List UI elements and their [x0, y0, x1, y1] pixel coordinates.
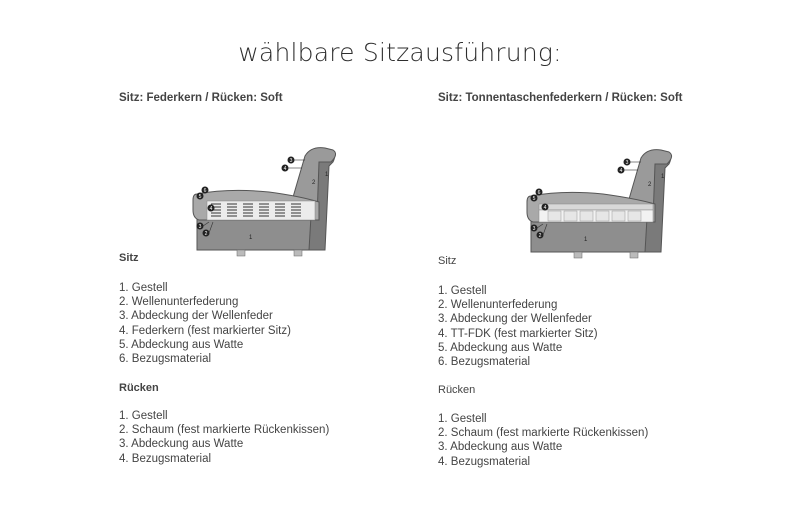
svg-text:1: 1: [325, 172, 329, 178]
svg-text:6: 6: [204, 188, 207, 194]
column-heading: Sitz: Federkern / Rücken: Soft: [119, 92, 283, 104]
svg-text:3: 3: [533, 226, 536, 232]
svg-text:3: 3: [199, 224, 202, 230]
svg-text:2: 2: [312, 180, 316, 186]
sitz-component-list: 1. Gestell 2. Wellenunterfederung 3. Abd…: [119, 281, 291, 366]
list-item: 1. Gestell: [119, 282, 168, 294]
list-item: 5. Abdeckung aus Watte: [119, 338, 244, 351]
ruecken-component-list: 1. Gestell 2. Schaum (fest markierte Rüc…: [119, 409, 329, 466]
column-tonnentaschenfederkern: Sitz: Tonnentaschenfederkern / Rücken: S…: [438, 92, 738, 468]
sitz-section-title: Sitz: [438, 255, 457, 267]
list-item: 4. Bezugsmaterial: [438, 455, 531, 468]
list-item: 1. Gestell: [119, 410, 168, 422]
svg-text:3: 3: [290, 158, 293, 164]
column-heading: Sitz: Tonnentaschenfederkern / Rücken: S…: [438, 92, 683, 104]
svg-text:4: 4: [284, 166, 287, 172]
svg-text:1: 1: [249, 235, 253, 241]
page-title: wählbare Sitzausführung:: [238, 38, 562, 67]
list-item: 3. Abdeckung der Wellenfeder: [438, 313, 592, 326]
list-item: 4. Federkern (fest markierter Sitz): [119, 324, 291, 337]
svg-text:1: 1: [661, 174, 665, 180]
svg-text:5: 5: [199, 194, 202, 200]
list-item: 3. Abdeckung aus Watte: [438, 441, 563, 454]
list-item: 1. Gestell: [438, 285, 487, 297]
svg-text:4: 4: [544, 205, 547, 211]
list-item: 2. Wellenunterfederung: [119, 296, 239, 309]
sofa-cross-section-icon: 65 32 4 34 1 2 1: [526, 149, 673, 259]
sitz-section-title: Sitz: [119, 252, 139, 264]
ruecken-section-title: Rücken: [119, 382, 159, 394]
sofa-cross-section-icon: 65 32 4 34 1 2 1: [192, 147, 337, 257]
svg-text:2: 2: [205, 231, 208, 237]
list-item: 2. Schaum (fest markierte Rückenkissen): [119, 424, 330, 437]
svg-text:4: 4: [210, 206, 213, 212]
list-item: 5. Abdeckung aus Watte: [438, 341, 563, 354]
ruecken-component-list: 1. Gestell 2. Schaum (fest markierte Rüc…: [438, 412, 648, 469]
svg-text:3: 3: [626, 160, 629, 166]
list-item: 1. Gestell: [438, 413, 487, 425]
list-item: 3. Abdeckung der Wellenfeder: [119, 310, 273, 323]
list-item: 6. Bezugsmaterial: [438, 356, 531, 369]
list-item: 3. Abdeckung aus Watte: [119, 438, 244, 451]
list-item: 4. Bezugsmaterial: [119, 452, 212, 465]
svg-text:4: 4: [620, 168, 623, 174]
svg-text:6: 6: [538, 190, 541, 196]
svg-text:2: 2: [648, 182, 652, 188]
column-federkern: Sitz: Federkern / Rücken: Soft: [119, 92, 419, 465]
list-item: 6. Bezugsmaterial: [119, 353, 212, 366]
svg-text:5: 5: [533, 196, 536, 202]
list-item: 2. Schaum (fest markierte Rückenkissen): [438, 427, 649, 440]
svg-text:1: 1: [584, 237, 588, 243]
ruecken-section-title: Rücken: [438, 384, 476, 396]
sitz-component-list: 1. Gestell 2. Wellenunterfederung 3. Abd…: [438, 284, 598, 369]
list-item: 4. TT-FDK (fest markierter Sitz): [438, 327, 598, 340]
svg-text:2: 2: [539, 233, 542, 239]
list-item: 2. Wellenunterfederung: [438, 299, 558, 312]
